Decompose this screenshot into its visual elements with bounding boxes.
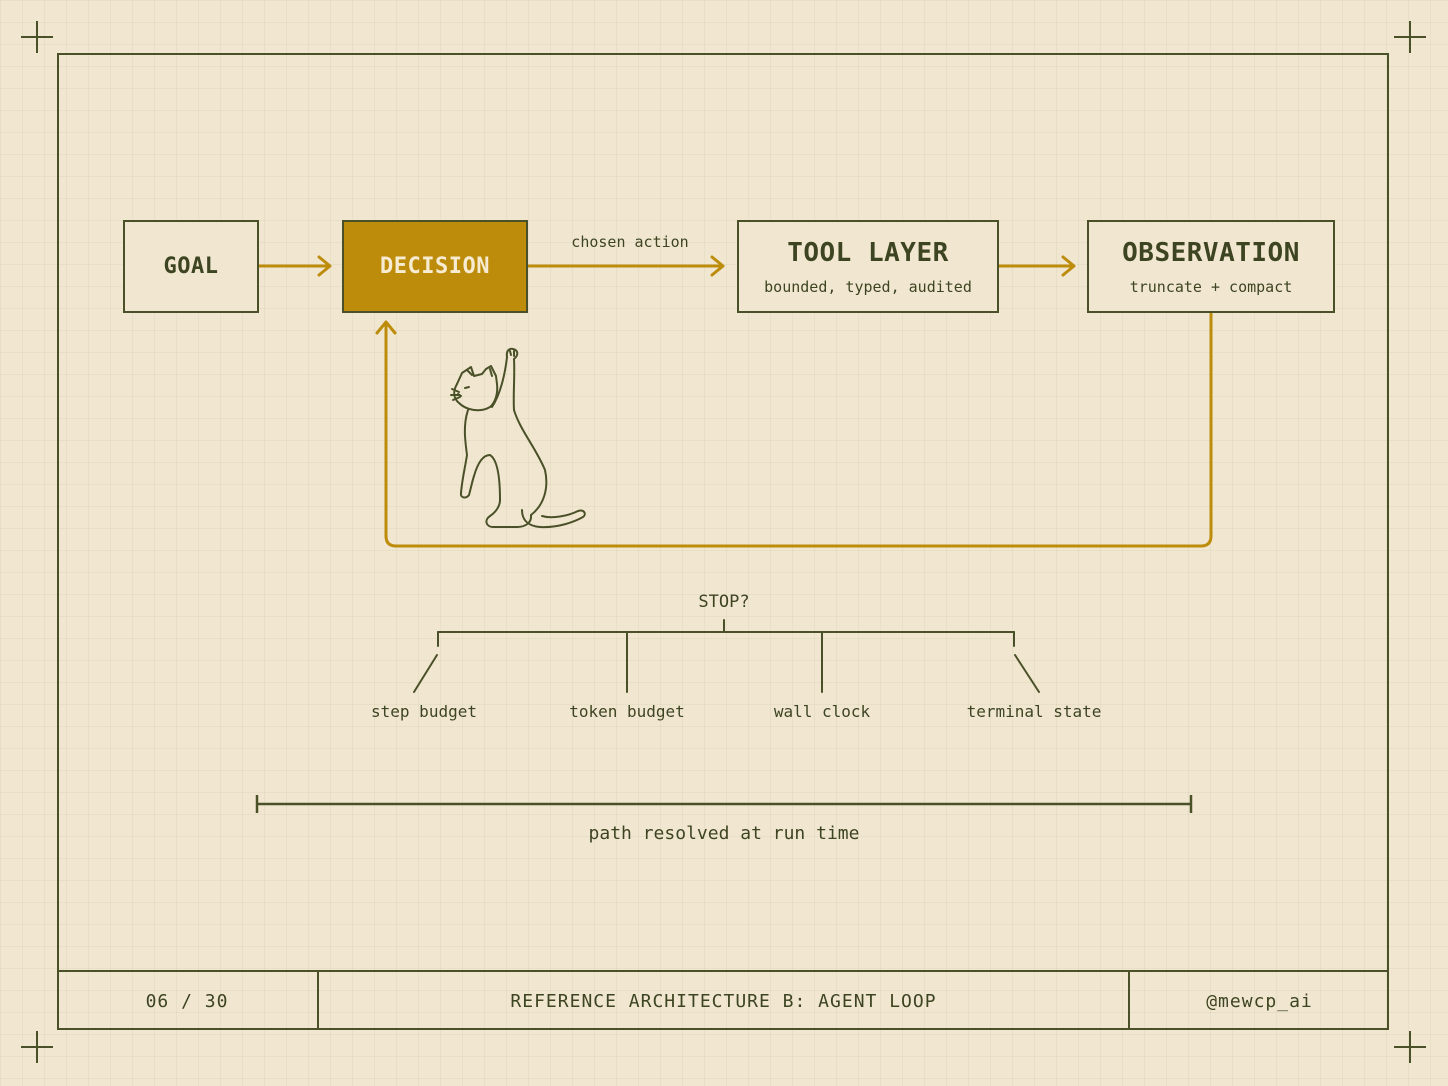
node-tool-layer-subtitle: bounded, typed, audited [764,277,972,296]
arrow-tool-observation [997,255,1076,277]
stop-condition-step-budget: step budget [371,702,477,721]
stop-condition-wall-clock: wall clock [773,702,871,721]
node-decision-title: DECISION [380,254,490,279]
span-bracket [255,795,1193,813]
stop-condition-token-budget: token budget [569,702,685,721]
footer-handle: @mewcp_ai [1206,990,1313,1012]
arrow-goal-decision [257,255,332,277]
node-tool-layer: TOOL LAYER bounded, typed, audited [737,220,999,313]
span-label: path resolved at run time [588,823,860,844]
cat-illustration [450,347,586,529]
arrow-decision-tool [526,255,725,277]
stop-condition-terminal-state: terminal state [966,702,1102,721]
node-observation-subtitle: truncate + compact [1129,277,1293,296]
crop-mark-icon [21,1031,53,1063]
slide-frame [57,53,1389,1030]
stop-tree [413,619,1040,693]
edge-label-chosen-action: chosen action [571,233,689,251]
crop-mark-icon [1394,1031,1426,1063]
node-observation-title: OBSERVATION [1122,237,1300,268]
node-observation: OBSERVATION truncate + compact [1087,220,1335,313]
node-goal-title: GOAL [163,254,219,279]
crop-mark-icon [21,21,53,53]
stop-title: STOP? [698,592,750,612]
crop-mark-icon [1394,21,1426,53]
footer-title: REFERENCE ARCHITECTURE B: AGENT LOOP [319,972,1130,1030]
footer-page-number: 06 / 30 [57,972,319,1030]
feedback-loop-arrow [375,311,1213,548]
footer-bar: 06 / 30 REFERENCE ARCHITECTURE B: AGENT … [57,970,1389,1030]
node-tool-layer-title: TOOL LAYER [787,237,949,268]
node-decision: DECISION [342,220,528,313]
node-goal: GOAL [123,220,259,313]
